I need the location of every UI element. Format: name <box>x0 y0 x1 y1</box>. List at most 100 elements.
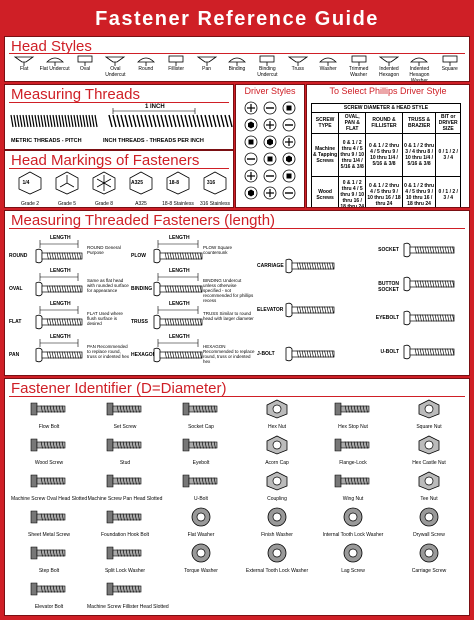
driver-recess-icon <box>244 101 258 115</box>
head-style-label: Oval Undercut <box>105 66 126 78</box>
head-style-label: Trimmed Washer <box>348 66 369 78</box>
length-dimension <box>39 306 79 314</box>
head-style-label: Binding Undercut <box>257 66 278 78</box>
length-label: LENGTH <box>168 301 191 307</box>
phillips-cell: Machine & Tapping Screws <box>310 133 340 177</box>
driver-recess-icon <box>263 152 277 166</box>
screw-icon <box>30 402 66 416</box>
threaded-screw-icon <box>285 302 335 318</box>
driver-recess-icon <box>263 101 277 115</box>
driver-recess-icon <box>282 101 296 115</box>
head-style-label: Oval <box>79 66 91 72</box>
identifier-label: U-Bolt <box>194 496 208 502</box>
nut-icon <box>418 471 440 491</box>
fastener-type-label: FLAT <box>9 319 22 325</box>
identifier-label: Hex Stop Nut <box>338 424 368 430</box>
identifier-label: Set Screw <box>113 424 137 430</box>
phillips-col-oval: OVAL, PAN & FLAT <box>338 112 367 134</box>
head-style-icon <box>45 57 64 66</box>
fastener-type-label: CARRIAGE <box>257 263 284 269</box>
head-style-6: Pan <box>191 54 221 72</box>
length-label: LENGTH <box>49 334 72 340</box>
fastener-type-label: HEXAGON <box>131 352 157 358</box>
phillips-cell: 0 & 1 / 2 thru 4 / 5 thru 9 / 10 thru 1/… <box>338 133 367 177</box>
threaded-screw-icon <box>285 258 335 274</box>
phillips-cell: 0 & 1 / 2 thru 4 / 5 thru 9 / 10 thru 16… <box>338 176 367 207</box>
head-style-label: Truss <box>291 66 304 72</box>
hex-head-icon <box>166 171 190 195</box>
length-label: LENGTH <box>168 334 191 340</box>
threaded-header: Measuring Threaded Fasteners (length) <box>11 212 276 229</box>
driver-recess-icon <box>282 169 296 183</box>
threaded-screw-icon <box>153 347 203 363</box>
fastener-note: PLOW Square countersunk <box>203 245 233 255</box>
washer-icon <box>191 543 211 563</box>
identifier-label: External Tooth Lock Washer <box>245 568 309 574</box>
phillips-panel: To Select Phillips Driver Style SCREW DI… <box>306 84 470 208</box>
driver-styles-header: Driver Styles <box>244 86 296 96</box>
identifier-label: Machine Screw Oval Head Slotted <box>11 496 88 502</box>
hex-head-icon <box>92 171 116 195</box>
identifier-item-6: Wood Screw <box>11 435 87 466</box>
identifier-label: Acorn Cap <box>265 460 289 466</box>
head-style-5: Fillister <box>161 54 191 72</box>
fastener-note: Same as flat head with rounded surface f… <box>87 278 129 293</box>
identifier-item-1: Set Screw <box>87 399 163 430</box>
driver-recess-icon <box>282 186 296 200</box>
identifier-item-31: Machine Screw Fillister Head Slotted <box>87 579 169 610</box>
hex-head-icon <box>129 171 153 195</box>
head-style-label: Binding <box>228 66 246 72</box>
driver-recess-icon <box>244 186 258 200</box>
identifier-label: Flow Bolt <box>38 424 60 430</box>
threaded-screw-icon <box>35 347 83 363</box>
head-style-3: Oval Undercut <box>100 54 130 78</box>
head-style-4: Round <box>131 54 161 72</box>
identifier-item-19: Foundation Hook Bolt <box>87 507 163 538</box>
identifier-item-16: Wing Nut <box>315 471 391 502</box>
head-marking-text: 18-8 <box>168 180 179 186</box>
head-style-icon <box>442 55 458 66</box>
identifier-label: Torque Washer <box>184 568 218 574</box>
head-style-10: Washer <box>313 54 343 72</box>
head-marking-label: 18-8 Stainless Steel <box>162 201 194 207</box>
identifier-label: Elevator Bolt <box>34 604 64 610</box>
fastener-type-label: SOCKET <box>378 247 399 253</box>
washer-icon <box>419 543 439 563</box>
hex-head-icon <box>18 171 42 195</box>
head-style-14: Square <box>435 54 465 72</box>
fastener-type-label: J-BOLT <box>257 351 275 357</box>
head-marking-text: A325 <box>131 180 143 186</box>
head-style-icon <box>77 55 93 66</box>
head-style-icon <box>13 56 35 66</box>
identifier-item-24: Step Bolt <box>11 543 87 574</box>
phillips-cell: 0 & 1 / 2 thru 4 / 5 thru 9 / 10 thru 16… <box>401 176 437 207</box>
identifier-item-21: Finish Washer <box>239 507 315 538</box>
identifier-label: Coupling <box>267 496 287 502</box>
phillips-table: SCREW DIAMETER & HEAD STYLE SCREW TYPE O… <box>310 103 461 207</box>
inch-threads-label: INCH THREADS - THREADS PER INCH <box>103 138 204 144</box>
length-label: LENGTH <box>168 235 191 241</box>
identifier-item-3: Hex Nut <box>239 399 315 430</box>
fastener-note: BINDING Undercut unless otherwise specif… <box>203 278 254 303</box>
driver-recess-icon <box>263 186 277 200</box>
phillips-cell: 0 & 1 / 2 thru 4 / 5 thru 9 / 10 thru 16… <box>365 176 403 207</box>
identifier-header: Fastener Identifier (D=Diameter) <box>11 380 227 397</box>
identifier-label: Flat Washer <box>187 532 215 538</box>
nut-icon <box>418 399 440 419</box>
identifier-label: Wood Screw <box>34 460 64 466</box>
identifier-label: Step Bolt <box>38 568 60 574</box>
identifier-item-2: Socket Cap <box>163 399 239 430</box>
screw-icon <box>106 510 142 524</box>
identifier-item-23: Drywall Screw <box>391 507 467 538</box>
nut-icon <box>266 471 288 491</box>
head-style-icon <box>259 55 275 66</box>
identifier-item-4: Hex Stop Nut <box>315 399 391 430</box>
head-style-13: Indented Hexagon Washer <box>404 54 434 81</box>
driver-recess-icon <box>244 152 258 166</box>
threaded-screw-icon <box>403 344 455 360</box>
head-marking-2: Grade 8 <box>87 171 121 207</box>
driver-recess-icon <box>244 135 258 149</box>
